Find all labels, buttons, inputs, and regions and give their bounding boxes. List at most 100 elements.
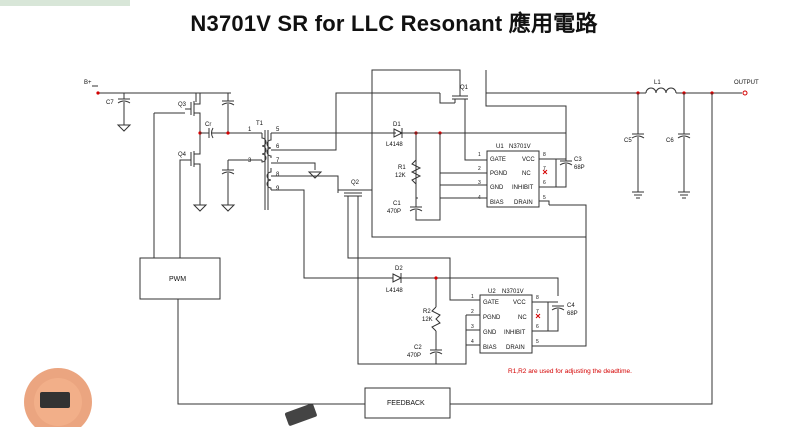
c5-label: C5: [624, 138, 632, 144]
u2-pin-num: 6: [536, 324, 539, 330]
u2-pin-num: 2: [471, 309, 474, 315]
u1-pin-name: VCC: [522, 157, 535, 163]
d2-part-label: L4148: [386, 288, 403, 294]
node-dot: [226, 131, 230, 135]
c4-value-label: 68P: [567, 311, 578, 317]
u1-pin-name: DRAIN: [514, 200, 533, 206]
u1-ic: [486, 150, 540, 208]
nc-mark: [542, 169, 548, 175]
q2-label: Q2: [351, 180, 360, 186]
sync-rectifier-2: Q2 D2 L4148 R2 12K C2 470P U2 N3701V 1 2…: [337, 180, 587, 365]
t1-pin-6: 6: [276, 144, 280, 150]
node-dot: [96, 91, 100, 95]
q3-mosfet: [190, 93, 201, 126]
output-terminal: [742, 90, 748, 96]
control-blocks: PWM FEEDBACK R1,R2 are used for adjustin…: [139, 257, 632, 419]
nc-mark: [535, 313, 541, 319]
u1-pin-name: GND: [490, 185, 504, 191]
q1-mosfet: [452, 92, 468, 103]
page-title: N3701V SR for LLC Resonant 應用電路: [190, 11, 598, 36]
u1-pin-num: 3: [478, 180, 481, 186]
ground-symbol: [307, 171, 323, 179]
input-net-label: B+: [84, 80, 92, 86]
u1-part-label: N3701V: [509, 144, 531, 150]
u1-pin-num: 5: [543, 195, 546, 201]
r1-resistor: [410, 159, 422, 185]
d1-label: D1: [393, 122, 401, 128]
u1-pin-name: NC: [522, 171, 531, 177]
t1-pin-8: 8: [276, 172, 280, 178]
u2-ic: [479, 294, 533, 354]
q4-mosfet: [190, 126, 201, 205]
r2-label: R2: [423, 309, 431, 315]
node-dot: [434, 276, 438, 280]
q3-label: Q3: [178, 102, 187, 108]
q1-label: Q1: [460, 85, 469, 91]
secondary-wiring: [271, 92, 440, 279]
c1-value-label: 470P: [387, 209, 401, 215]
feedback-label: FEEDBACK: [387, 400, 425, 407]
input-section: B+ C7 Q3 Q4 Cr: [84, 80, 262, 258]
t1-pin-7: 7: [276, 158, 280, 164]
u2-pin-name: DRAIN: [506, 345, 525, 351]
ground-symbol: [632, 191, 644, 199]
u2-ref-label: U2: [488, 289, 496, 295]
c2-label: C2: [414, 345, 422, 351]
u1-pin-num: 6: [543, 180, 546, 186]
u2-pin-num: 4: [471, 339, 474, 345]
u2-part-label: N3701V: [502, 289, 524, 295]
u2-pin-num: 8: [536, 295, 539, 301]
ground-symbol: [192, 204, 208, 212]
u1-pin-name: PGND: [490, 171, 508, 177]
cr-label: Cr: [205, 122, 211, 128]
output-net-label: OUTPUT: [734, 80, 759, 86]
output-section: OUTPUT L1 C5 C6: [450, 80, 759, 405]
u2-pin-name: VCC: [513, 300, 526, 306]
l1-inductor: [645, 87, 677, 94]
c3-label: C3: [574, 157, 582, 163]
t1-pin-9: 9: [276, 186, 280, 192]
r2-value-label: 12K: [422, 317, 433, 323]
u1-pin-num: 2: [478, 166, 481, 172]
r1-label: R1: [398, 165, 406, 171]
u2-pin-name: PGND: [483, 315, 501, 321]
u2-pin-name: NC: [518, 315, 527, 321]
t1-pin-3: 3: [248, 158, 252, 164]
pwm-block: [139, 257, 221, 300]
transformer-t1: T1 1 3 5 6 7 8 9: [248, 121, 280, 210]
d2-diode: [392, 273, 403, 283]
u1-pin-name: INHIBIT: [512, 185, 534, 191]
u1-pin-num: 1: [478, 152, 481, 158]
feedback-block: [364, 387, 451, 419]
r1-value-label: 12K: [395, 173, 406, 179]
u2-pin-name: GND: [483, 330, 497, 336]
ground-symbol: [220, 204, 236, 212]
chip-photo-decoration: [0, 0, 317, 427]
d1-diode: [393, 128, 404, 138]
u2-pin-num: 7: [536, 309, 539, 315]
t1-pin-5: 5: [276, 127, 280, 133]
u2-pin-name: GATE: [483, 300, 499, 306]
u2-pin-name: BIAS: [483, 345, 497, 351]
u1-pin-num: 4: [478, 195, 481, 201]
u1-pin-name: GATE: [490, 157, 506, 163]
c6-label: C6: [666, 138, 674, 144]
t1-label: T1: [256, 121, 264, 127]
sync-rectifier-1: Q1 D1 L4148 R1 12K C1 470P U1 N3701V 1 2…: [371, 69, 587, 238]
u1-ref-label: U1: [496, 144, 504, 150]
d2-label: D2: [395, 266, 403, 272]
r2-resistor: [431, 306, 441, 332]
q2-mosfet: [344, 192, 362, 201]
c3-value-label: 68P: [574, 165, 585, 171]
deadtime-note: R1,R2 are used for adjusting the deadtim…: [508, 368, 632, 375]
ground-symbol: [116, 124, 132, 132]
q4-label: Q4: [178, 152, 187, 158]
l1-label: L1: [654, 80, 661, 86]
ground-symbol: [678, 191, 690, 199]
pwm-label: PWM: [169, 276, 186, 283]
c4-label: C4: [567, 303, 575, 309]
u1-pin-num: 8: [543, 152, 546, 158]
t1-pin-1: 1: [248, 127, 252, 133]
d1-part-label: L4148: [386, 142, 403, 148]
